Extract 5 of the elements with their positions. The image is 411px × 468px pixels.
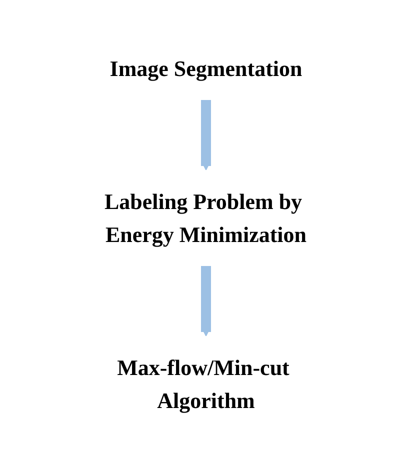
arrow <box>200 266 210 336</box>
node-text: Image Segmentation <box>109 56 302 80</box>
node-text: Labeling Problem by Energy Minimization <box>104 188 306 246</box>
arrow <box>200 100 210 170</box>
node-text: Max-flow/Min-cut Algorithm <box>116 354 289 412</box>
